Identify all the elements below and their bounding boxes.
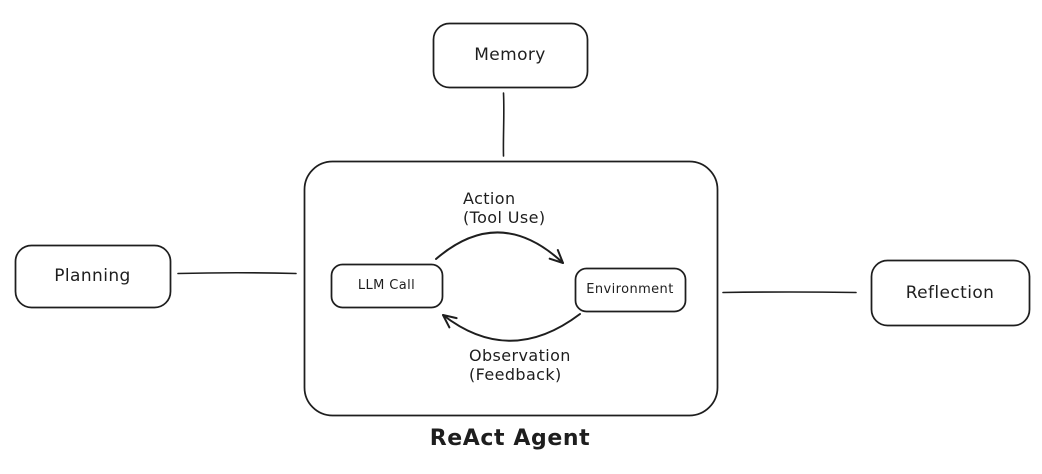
- diagram-title: ReAct Agent: [429, 426, 591, 451]
- memory-label: Memory: [474, 45, 546, 65]
- react-agent-box: [303, 160, 719, 417]
- llm-call-label: LLM Call: [357, 278, 416, 293]
- observation-edge-label-line1: Observation: [469, 346, 571, 365]
- llm-call-box: [330, 263, 444, 309]
- environment-label: Environment: [586, 282, 674, 297]
- action-arrow: [435, 231, 564, 264]
- action-edge-label: Action (Tool Use): [463, 189, 546, 227]
- reflection-connector-line: [722, 291, 857, 294]
- memory-box: [432, 22, 589, 89]
- reflection-label: Reflection: [905, 282, 995, 303]
- reflection-box: [870, 259, 1031, 327]
- action-edge-label-line2: (Tool Use): [463, 208, 546, 227]
- observation-arrowhead: [442, 314, 458, 329]
- environment-box: [574, 267, 687, 313]
- planning-connector-line: [177, 271, 297, 275]
- observation-edge-label: Observation (Feedback): [469, 346, 571, 384]
- observation-arrow: [442, 313, 581, 342]
- action-arrowhead: [548, 249, 564, 264]
- action-edge-label-line1: Action: [463, 189, 516, 208]
- planning-label: Planning: [54, 266, 131, 286]
- planning-box: [14, 244, 172, 309]
- observation-edge-label-line2: (Feedback): [469, 365, 562, 384]
